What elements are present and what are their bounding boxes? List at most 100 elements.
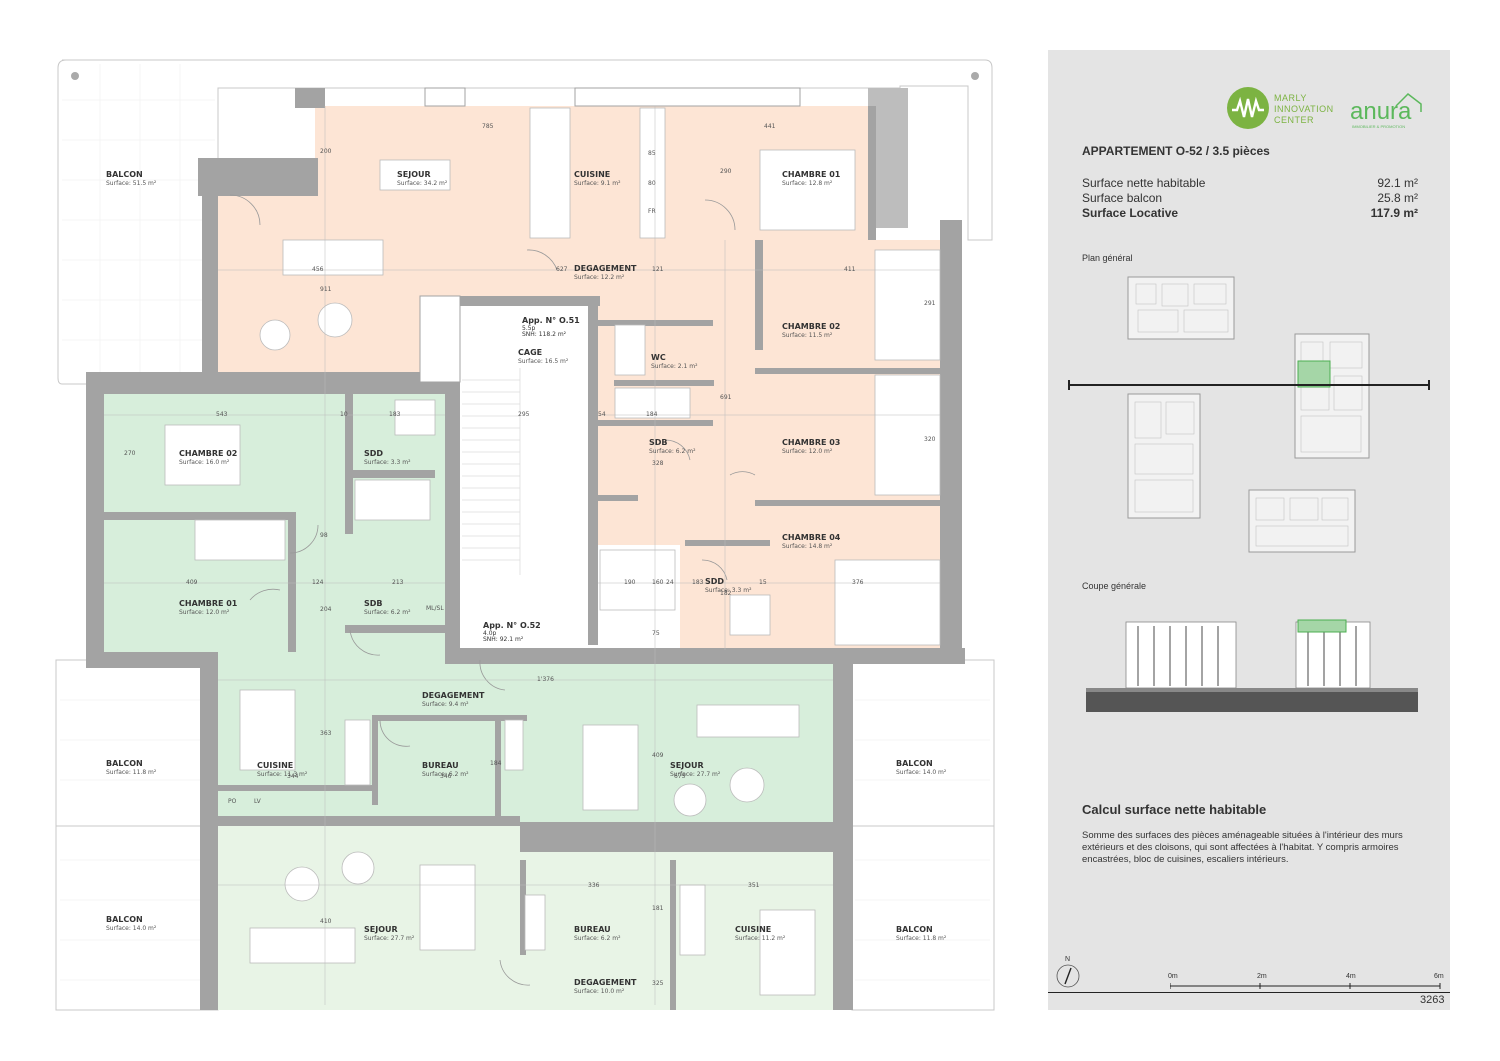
- dimension: 270: [124, 450, 136, 457]
- dimension: 80: [648, 180, 656, 187]
- apartment-o51-fill: [218, 106, 945, 650]
- north-arrow-icon: [1056, 964, 1080, 988]
- dimension: 75: [652, 630, 660, 637]
- north-label: N: [1065, 956, 1071, 963]
- page-number: 3263: [1420, 994, 1445, 1006]
- dimension: 213: [392, 579, 404, 586]
- anura-house-icon: [1395, 93, 1422, 112]
- dimension: 351: [748, 882, 760, 889]
- dimension: 1'376: [537, 676, 554, 683]
- scale-bar: [1170, 983, 1441, 989]
- dimension: 543: [216, 411, 228, 418]
- info-panel: MARLY INNOVATION CENTER anura IMMOBILIER…: [1048, 50, 1450, 1010]
- dimension: 160: [652, 579, 664, 586]
- furniture: [164, 107, 941, 996]
- dimension: 691: [720, 394, 732, 401]
- dimension: 183: [389, 411, 401, 418]
- appliance-label-fr: FR: [648, 208, 656, 215]
- dimension: 409: [652, 752, 664, 759]
- appliance-label-po: PO: [228, 798, 237, 805]
- railing-post: [971, 72, 979, 80]
- anura-logo: anura: [1350, 98, 1412, 125]
- dimension: 376: [852, 579, 864, 586]
- dimension: 409: [186, 579, 198, 586]
- appliance-label-lv: LV: [254, 798, 261, 805]
- dimension: 344: [287, 773, 299, 780]
- dimension: 320: [924, 436, 936, 443]
- dimension: 184: [490, 760, 502, 767]
- section-thumbnail: [1086, 619, 1418, 712]
- balcony-grid: [60, 64, 990, 981]
- walls: [86, 87, 965, 1010]
- dimension: 10: [340, 411, 348, 418]
- door-swings: [229, 194, 756, 986]
- dimension: 204: [320, 606, 332, 613]
- dimension: 785: [482, 123, 494, 130]
- scale-label: 0m: [1168, 973, 1178, 980]
- dimension: 627: [556, 266, 568, 273]
- dimension: 411: [844, 266, 856, 273]
- dimension: 184: [646, 411, 658, 418]
- dimension: 346: [440, 773, 452, 780]
- stair-core: [460, 306, 588, 650]
- dimension: 124: [312, 579, 324, 586]
- scale-label: 2m: [1257, 973, 1267, 980]
- dimension: 410: [320, 918, 332, 925]
- dimension: 911: [320, 286, 332, 293]
- dimension: 456: [312, 266, 324, 273]
- dimension: 675: [674, 773, 686, 780]
- balcony-outlines: [55, 59, 995, 1011]
- dimension: 15: [759, 579, 767, 586]
- dimension: 328: [652, 460, 664, 467]
- scale-label: 6m: [1434, 973, 1444, 980]
- plan-general-heading: Plan général: [1082, 253, 1133, 263]
- dimension: 24: [666, 579, 674, 586]
- dimension: 54: [598, 411, 606, 418]
- apartment-title: APPARTEMENT O-52 / 3.5 pièces: [1082, 144, 1270, 158]
- anura-logo-subtitle: IMMOBILIER & PROMOTION: [1352, 124, 1406, 129]
- dimension-lines: [104, 106, 940, 1005]
- coupe-generale-heading: Coupe générale: [1082, 581, 1147, 591]
- dimension: 291: [924, 300, 936, 307]
- calculation-description: Somme des surfaces des pièces aménageabl…: [1082, 830, 1403, 865]
- appliance-label-mlsl: ML/SL: [426, 605, 444, 612]
- dimension: 290: [720, 168, 732, 175]
- stairs: [462, 368, 521, 575]
- dimension: 182: [720, 590, 732, 597]
- dimension: 336: [588, 882, 600, 889]
- floor-plan: [55, 59, 995, 1011]
- calculation-heading: Calcul surface nette habitable: [1082, 802, 1267, 817]
- dimension: 190: [624, 579, 636, 586]
- dimension: 121: [652, 266, 664, 273]
- marly-innovation-center-wordmark: MARLY INNOVATION CENTER: [1274, 93, 1334, 125]
- dimension: 181: [652, 905, 664, 912]
- dimension: 200: [320, 148, 332, 155]
- railing-post: [71, 72, 79, 80]
- scale-label: 4m: [1346, 973, 1356, 980]
